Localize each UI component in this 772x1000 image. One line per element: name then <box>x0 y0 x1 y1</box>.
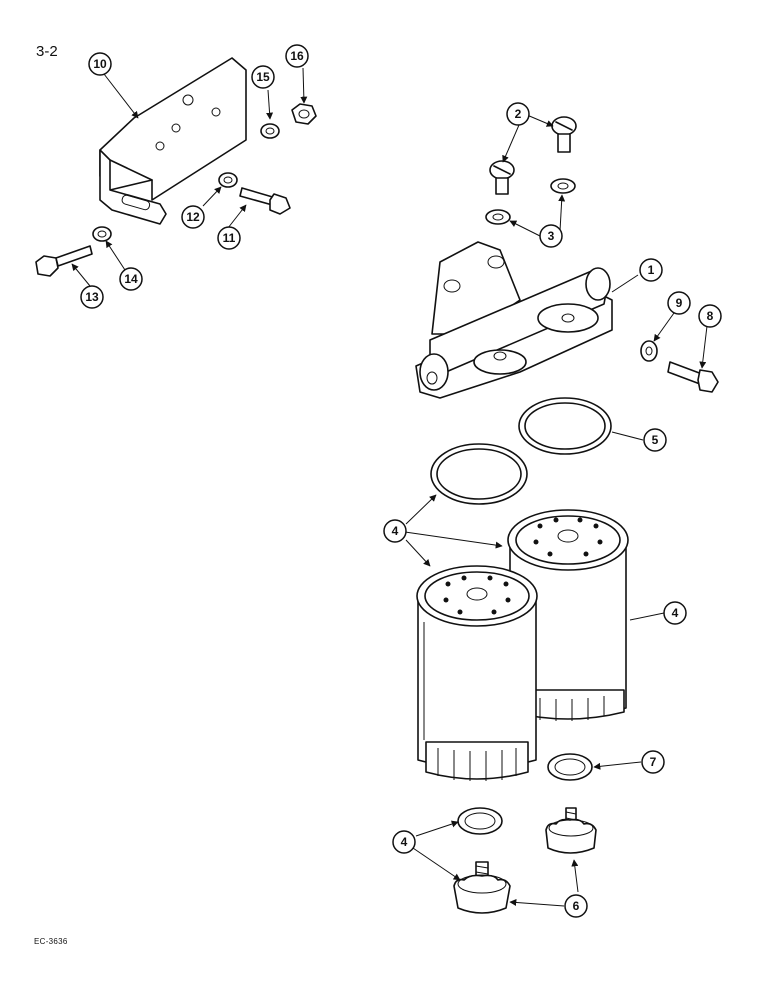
bolt-8 <box>667 361 719 393</box>
bleed-screw-right <box>551 116 577 153</box>
washer-15 <box>260 123 280 139</box>
nut-16 <box>291 103 317 125</box>
callout-8: 8 <box>698 304 722 328</box>
bolt-11 <box>239 187 291 215</box>
callout-7: 7 <box>641 750 665 774</box>
washer-14 <box>92 226 112 242</box>
sealing-washer-upper <box>550 178 576 194</box>
svg-text:2: 2 <box>515 107 522 121</box>
svg-text:13: 13 <box>85 290 99 304</box>
sealing-washer-lower <box>485 209 511 225</box>
callout-4-upper: 4 <box>383 519 407 543</box>
drain-plug-right <box>545 807 597 854</box>
callout-2: 2 <box>506 102 530 126</box>
callout-1: 1 <box>639 258 663 282</box>
svg-text:6: 6 <box>573 899 580 913</box>
svg-text:10: 10 <box>93 57 107 71</box>
drain-plug-left <box>453 861 511 914</box>
callout-12: 12 <box>181 205 205 229</box>
svg-text:4: 4 <box>672 606 679 620</box>
svg-text:4: 4 <box>392 524 399 538</box>
svg-text:16: 16 <box>290 49 304 63</box>
filter-head <box>415 241 613 399</box>
svg-text:14: 14 <box>124 272 138 286</box>
svg-text:11: 11 <box>223 231 236 245</box>
seal-ring-7 <box>547 753 593 781</box>
lock-washer-12 <box>218 172 238 188</box>
mounting-bracket <box>99 57 247 225</box>
callout-4-right: 4 <box>663 601 687 625</box>
callout-6: 6 <box>564 894 588 918</box>
callout-10: 10 <box>88 52 112 76</box>
svg-text:5: 5 <box>652 433 659 447</box>
washer-9 <box>640 340 658 362</box>
bolt-13 <box>35 245 93 277</box>
filter-element-rear <box>507 509 629 721</box>
callout-16: 16 <box>285 44 309 68</box>
svg-text:4: 4 <box>401 835 408 849</box>
svg-text:15: 15 <box>256 70 270 84</box>
svg-text:9: 9 <box>676 296 683 310</box>
callout-5: 5 <box>643 428 667 452</box>
page-number: 3-2 <box>36 43 58 60</box>
callout-9: 9 <box>667 291 691 315</box>
bleed-screw-left <box>489 160 515 195</box>
seal-ring-5 <box>518 397 612 455</box>
svg-text:3: 3 <box>548 229 555 243</box>
figure-code: EC-3636 <box>34 937 68 946</box>
svg-text:1: 1 <box>648 263 655 277</box>
callout-11: 11 <box>217 226 241 250</box>
filter-element-front <box>416 565 538 781</box>
seal-ring-4-upper <box>430 443 528 505</box>
callout-3: 3 <box>539 224 563 248</box>
svg-text:8: 8 <box>707 309 714 323</box>
callout-4-lower: 4 <box>392 830 416 854</box>
callout-14: 14 <box>119 267 143 291</box>
callout-15: 15 <box>251 65 275 89</box>
svg-text:7: 7 <box>650 755 657 769</box>
svg-text:12: 12 <box>186 210 200 224</box>
callout-13: 13 <box>80 285 104 309</box>
seal-ring-4-lower <box>457 807 503 835</box>
